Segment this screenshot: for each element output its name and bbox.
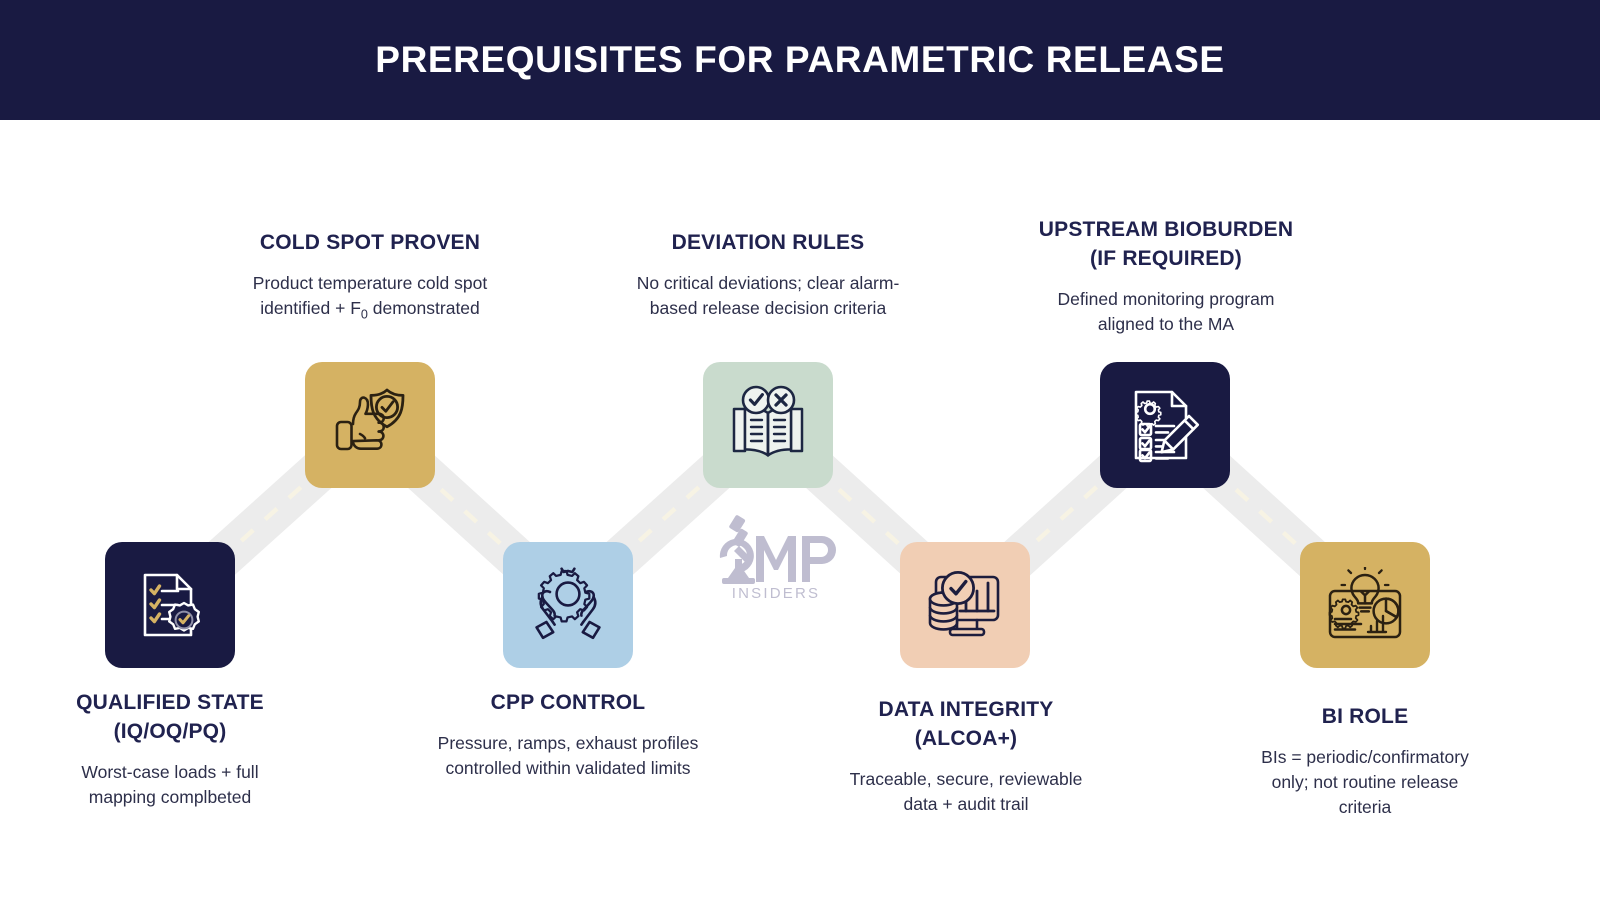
text-block-cpp-control: CPP CONTROL Pressure, ramps, exhaust pro… bbox=[408, 688, 728, 781]
step-desc-line2-post: demonstrated bbox=[367, 298, 480, 318]
step-title-line2: (IQ/OQ/PQ) bbox=[113, 720, 227, 743]
step-desc-cold-spot-proven: Product temperature cold spot identified… bbox=[210, 271, 530, 328]
step-desc-line2-pre: identified + F bbox=[260, 298, 361, 318]
step-title-line2: (IF REQUIRED) bbox=[1090, 247, 1242, 270]
step-desc-line2: data + audit trail bbox=[903, 794, 1029, 814]
checklist-certificate-icon bbox=[143, 573, 200, 637]
step-desc-deviation-rules: No critical deviations; clear alarm- bas… bbox=[608, 271, 928, 321]
step-desc-line2: mapping complbeted bbox=[88, 787, 252, 807]
step-desc-line1: Product temperature cold spot bbox=[252, 273, 488, 293]
page-title: PREREQUISITES FOR PARAMETRIC RELEASE bbox=[375, 39, 1225, 80]
step-title-cpp-control: CPP CONTROL bbox=[490, 691, 646, 714]
step-desc-line2: only; not routine release bbox=[1271, 772, 1459, 792]
tile-cpp-control[interactable] bbox=[503, 542, 633, 668]
tile-cold-spot-proven[interactable] bbox=[305, 362, 435, 488]
text-block-upstream-bioburden: UPSTREAM BIOBURDEN (IF REQUIRED) Defined… bbox=[1000, 215, 1332, 337]
step-title-line1: UPSTREAM BIOBURDEN bbox=[1038, 218, 1294, 241]
step-title-line2: (ALCOA+) bbox=[914, 727, 1018, 750]
tile-qualified-state[interactable] bbox=[105, 542, 235, 668]
text-block-cold-spot-proven: COLD SPOT PROVEN Product temperature col… bbox=[210, 228, 530, 328]
gmp-insiders-watermark: INSIDERS bbox=[706, 512, 846, 602]
step-desc-line1: BIs = periodic/confirmatory bbox=[1261, 747, 1469, 767]
step-desc-line1: Defined monitoring program bbox=[1057, 289, 1275, 309]
open-book-check-cross-icon bbox=[732, 385, 804, 457]
dashboard-lightbulb-charts-icon bbox=[1328, 567, 1402, 639]
step-desc-line1: No critical deviations; clear alarm- bbox=[636, 273, 900, 293]
step-title-bi-role: BI ROLE bbox=[1321, 705, 1409, 728]
tile-upstream-bioburden[interactable] bbox=[1100, 362, 1230, 488]
step-desc-line2: based release decision criteria bbox=[649, 298, 887, 318]
step-desc-line1: Worst-case loads + full bbox=[81, 762, 259, 782]
step-title-deviation-rules: DEVIATION RULES bbox=[671, 231, 865, 254]
hands-holding-gear-icon bbox=[535, 567, 601, 640]
tile-data-integrity[interactable] bbox=[900, 542, 1030, 668]
step-desc-line1: Traceable, secure, reviewable bbox=[849, 769, 1083, 789]
document-gear-pencil-icon bbox=[1134, 390, 1200, 463]
step-desc-cpp-control: Pressure, ramps, exhaust profiles contro… bbox=[408, 731, 728, 781]
step-title-line1: QUALIFIED STATE bbox=[76, 691, 264, 714]
step-title-cold-spot-proven: COLD SPOT PROVEN bbox=[259, 231, 481, 254]
header-banner: PREREQUISITES FOR PARAMETRIC RELEASE bbox=[0, 0, 1600, 120]
step-title-qualified-state: QUALIFIED STATE (IQ/OQ/PQ) bbox=[10, 688, 330, 746]
step-desc-data-integrity: Traceable, secure, reviewable data + aud… bbox=[806, 767, 1126, 817]
step-desc-upstream-bioburden: Defined monitoring program aligned to th… bbox=[1000, 287, 1332, 337]
step-title-line1: DATA INTEGRITY bbox=[878, 698, 1054, 721]
tile-bi-role[interactable] bbox=[1300, 542, 1430, 668]
step-desc-subscript: 0 bbox=[360, 307, 368, 322]
text-block-data-integrity: DATA INTEGRITY (ALCOA+) Traceable, secur… bbox=[806, 695, 1126, 817]
monitor-database-chart-check-icon bbox=[928, 570, 1000, 637]
step-desc-bi-role: BIs = periodic/confirmatory only; not ro… bbox=[1205, 745, 1525, 820]
thumbs-up-shield-check-icon bbox=[335, 388, 405, 451]
step-desc-line3: criteria bbox=[1338, 797, 1392, 817]
step-desc-line2: aligned to the MA bbox=[1097, 314, 1235, 334]
watermark-subtitle: INSIDERS bbox=[732, 585, 820, 600]
step-title-data-integrity: DATA INTEGRITY (ALCOA+) bbox=[806, 695, 1126, 753]
step-desc-line2: controlled within validated limits bbox=[445, 758, 691, 778]
text-block-bi-role: BI ROLE BIs = periodic/confirmatory only… bbox=[1205, 702, 1525, 820]
tile-deviation-rules[interactable] bbox=[703, 362, 833, 488]
step-desc-line1: Pressure, ramps, exhaust profiles bbox=[437, 733, 699, 753]
step-desc-qualified-state: Worst-case loads + full mapping complbet… bbox=[10, 760, 330, 810]
text-block-qualified-state: QUALIFIED STATE (IQ/OQ/PQ) Worst-case lo… bbox=[10, 688, 330, 810]
text-block-deviation-rules: DEVIATION RULES No critical deviations; … bbox=[608, 228, 928, 321]
step-title-upstream-bioburden: UPSTREAM BIOBURDEN (IF REQUIRED) bbox=[1000, 215, 1332, 273]
